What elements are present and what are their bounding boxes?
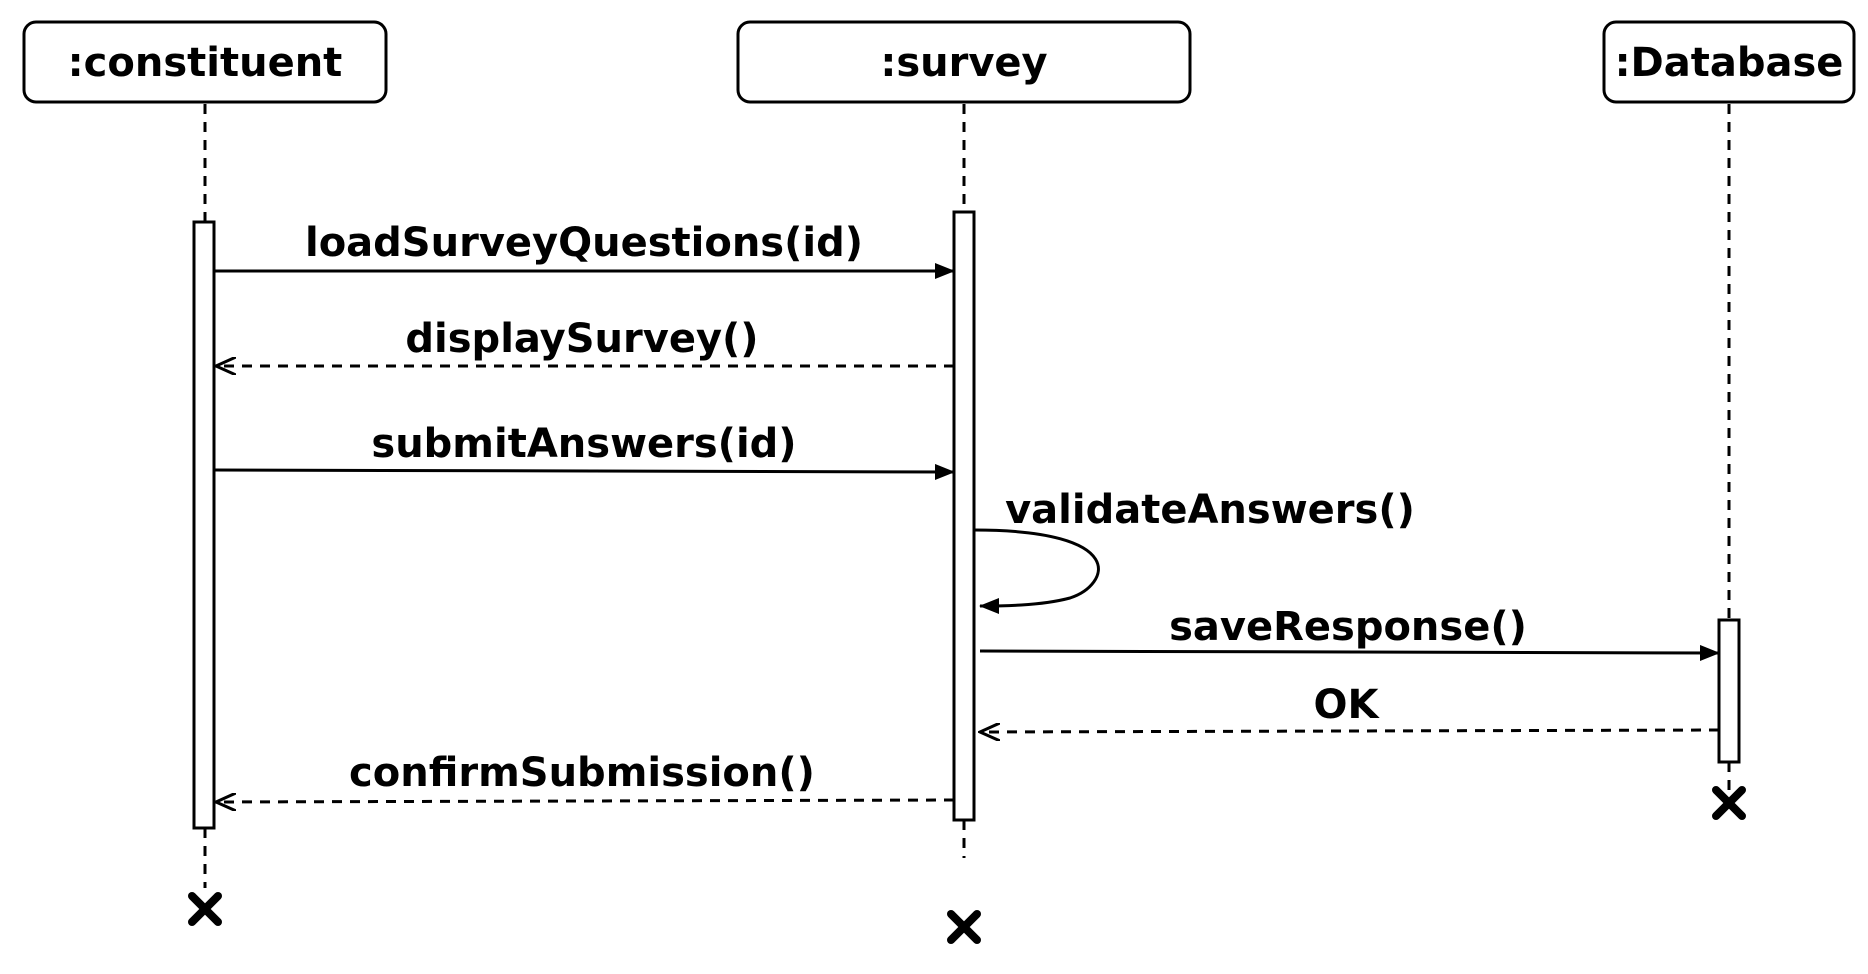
message-save-response-label: saveResponse() [1169,604,1527,650]
message-submit-answers[interactable]: submitAnswers(id) [213,421,955,480]
lifeline-constituent: :constituent [22,20,388,926]
lifeline-constituent-label: :constituent [68,40,343,86]
lifeline-constituent-header[interactable]: :constituent [22,20,388,104]
message-confirm-submission-label: confirmSubmission() [349,750,815,796]
lifeline-database-header[interactable]: :Database [1602,20,1856,104]
lifeline-database-label: :Database [1615,40,1844,86]
message-submit-answers-arrow [213,463,955,480]
message-save-response-arrow [979,644,1720,661]
message-submit-answers-label: submitAnswers(id) [371,421,796,467]
activation-bar-constituent [192,220,216,830]
activation-bar-survey [952,210,976,822]
lifeline-survey: :survey [736,20,1192,944]
message-ok-label: OK [1314,682,1381,728]
message-validate-answers[interactable]: validateAnswers() [973,487,1415,614]
message-display-survey-label: displaySurvey() [405,316,758,362]
message-validate-answers-label: validateAnswers() [1005,487,1415,533]
destroy-marker-survey [947,910,981,944]
activation-bar-database [1717,618,1741,764]
message-display-survey[interactable]: displaySurvey() [216,316,954,366]
message-load-survey-questions-label: loadSurveyQuestions(id) [305,220,863,266]
message-load-survey-questions[interactable]: loadSurveyQuestions(id) [214,220,955,279]
lifeline-survey-label: :survey [880,40,1047,86]
message-validate-answers-arrow [973,528,1100,614]
lifeline-database: :Database [1602,20,1856,820]
message-save-response[interactable]: saveResponse() [979,604,1720,661]
message-ok-arrow [980,730,1720,732]
message-confirm-submission-arrow [216,800,955,802]
message-ok[interactable]: OK [980,682,1720,732]
destroy-marker-database [1712,786,1746,820]
lifeline-survey-header[interactable]: :survey [736,20,1192,104]
message-confirm-submission[interactable]: confirmSubmission() [216,750,955,802]
destroy-marker-constituent [188,892,222,926]
